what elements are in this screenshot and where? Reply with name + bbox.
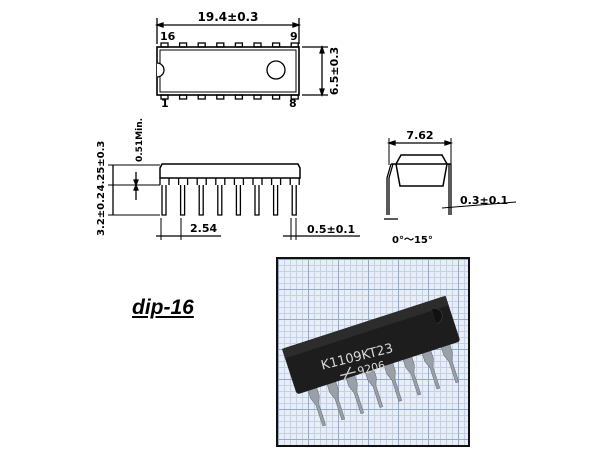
angle-dimension: 0°～15°: [392, 235, 433, 246]
end-view: [384, 138, 517, 220]
min-dimension: 0.51Min.: [135, 118, 145, 162]
package-label: dip-16: [132, 296, 194, 319]
top-view: [154, 18, 328, 100]
chip-lead: [345, 373, 365, 415]
side-lead: [159, 178, 170, 216]
side-lead: [289, 178, 300, 216]
pin1-dot: [266, 60, 286, 80]
side-lead: [252, 178, 263, 216]
pitch-dimension: 2.54: [190, 222, 217, 235]
side-view: [108, 163, 360, 240]
pin-16-label: 16: [160, 30, 176, 43]
top-body: [156, 46, 300, 96]
pin-9-label: 9: [290, 30, 298, 43]
chip-lead: [307, 385, 327, 427]
lead-width-dimension: 0.5±0.1: [307, 223, 355, 236]
width-dimension: 6.5±0.3: [328, 47, 341, 95]
pin1-notch: [156, 62, 165, 78]
pin-1-label: 1: [161, 97, 169, 110]
lead-length-dimension: 3.2±0.2: [96, 192, 107, 236]
lead-thickness-dimension: 0.3±0.1: [460, 194, 508, 207]
height-dimension: 4.25±0.3: [96, 141, 107, 192]
chip-lead: [383, 361, 403, 402]
chip-lead: [421, 348, 441, 390]
side-lead: [177, 178, 189, 216]
side-lead: [215, 178, 226, 216]
manufacturer-logo: [340, 366, 356, 382]
chip-lead: [326, 379, 346, 421]
chip-lead: [440, 342, 460, 384]
side-lead: [270, 178, 282, 216]
side-lead: [196, 178, 207, 216]
row-spacing-dimension: 7.62: [406, 129, 433, 142]
chip-lead: [364, 367, 384, 408]
pin-8-label: 8: [289, 97, 297, 110]
side-lead: [233, 178, 245, 216]
chip-lead: [402, 354, 422, 396]
length-dimension: 19.4±0.3: [198, 10, 259, 24]
chip-photo: K1109KT23 9206: [276, 257, 470, 447]
